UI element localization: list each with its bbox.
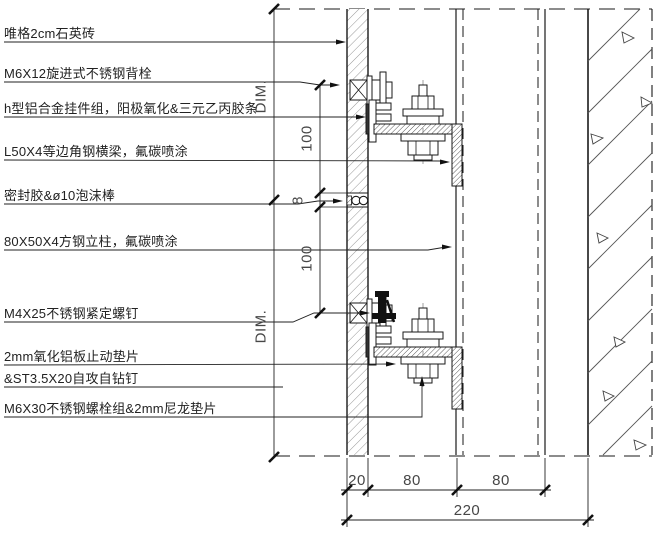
set-screw-and-stop-washer <box>372 291 396 323</box>
dimension-ticks <box>268 3 594 526</box>
callout-back-bolt: M6X12旋进式不锈钢背栓 <box>4 66 152 81</box>
dim-total: 220 <box>453 502 481 519</box>
steel-column <box>455 9 546 455</box>
dim-spacing-top: 100 <box>298 125 316 152</box>
callout-stone: 唯格2cm石英砖 <box>4 26 96 41</box>
dim-cavity: 80 <box>403 472 421 489</box>
leader-arrowheads <box>330 39 452 386</box>
dim-joint-width: 8 <box>289 196 307 205</box>
callout-leaders <box>3 41 447 418</box>
stone-panel <box>346 9 369 455</box>
dim-column-depth: 80 <box>492 472 510 489</box>
callout-sealant: 密封胶&ø10泡沫棒 <box>4 188 116 203</box>
concrete-wall <box>587 8 654 456</box>
dim-vertical-bottom: DIM. <box>252 309 270 344</box>
callout-column: 80X50X4方钢立柱，氟碳喷涂 <box>4 234 178 249</box>
callout-beam: L50X4等边角钢横梁，氟碳喷涂 <box>4 144 188 159</box>
callout-bolt-group: M6X30不锈钢螺栓组&2mm尼龙垫片 <box>4 401 217 416</box>
dim-stone-thickness: 20 <box>348 472 366 489</box>
callout-self-drill: &ST3.5X20自攻自钻钉 <box>4 371 139 386</box>
dim-spacing-bottom: 100 <box>298 245 316 272</box>
callout-stop-washer: 2mm氧化铝板止动垫片 <box>4 349 140 364</box>
vertical-dimensions <box>273 9 347 457</box>
callout-set-screw: M4X25不锈钢紧定螺钉 <box>4 306 139 321</box>
callout-hanger: h型铝合金挂件组，阳极氧化&三元乙丙胶条 <box>4 101 258 116</box>
bracket-assembly <box>349 71 463 187</box>
dim-vertical-top: DIM. <box>252 79 270 114</box>
joint-sealant-foam-rod <box>346 192 369 208</box>
concrete-aggregate-symbols <box>590 31 654 451</box>
